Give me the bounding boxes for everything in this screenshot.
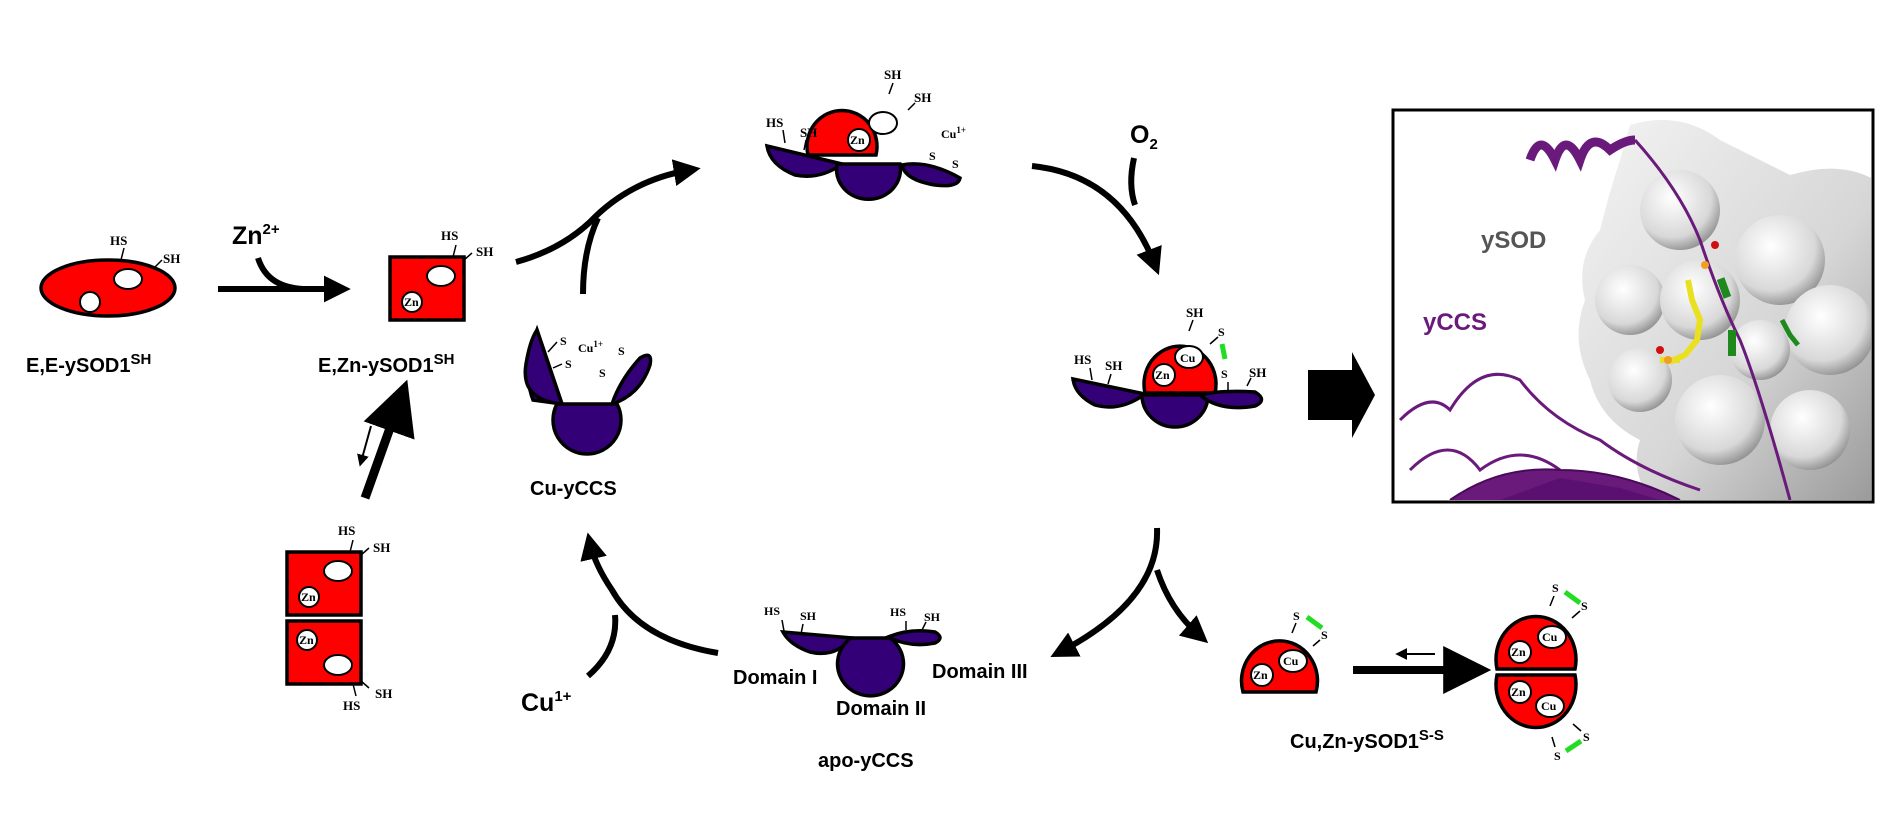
svg-text:Cu1+: Cu1+ [941,125,966,141]
monomer-dimer-equilibrium-arrows [1353,646,1492,694]
copper-loading-arrow [580,532,719,679]
svg-text:Cu: Cu [1283,654,1299,668]
svg-text:Zn: Zn [299,633,314,647]
svg-text:Zn: Zn [850,133,865,147]
ezn-ysod1-monomer: Zn HS SH [388,228,493,322]
oxidation-arrow [1031,157,1162,276]
svg-text:S: S [1218,325,1225,339]
svg-text:S: S [1321,628,1328,642]
cuzn-ysod1-dimer: Cu Zn S S Zn Cu S S [1494,581,1590,763]
ezn-ysod1-dimer: Zn HS SH Zn HS SH [285,523,392,713]
cu-loaded-heterodimer: Cu Zn SH S S HS SH SH [1070,305,1266,429]
svg-text:HS: HS [890,605,906,619]
apo-yccs: HS SH HS SH [764,604,942,698]
svg-text:SH: SH [800,609,817,623]
svg-text:S: S [952,157,959,171]
cuzn-ysod1-monomer: Cu Zn S S [1239,609,1328,694]
ee-ysod1-label: E,E-ySOD1SH [26,351,151,377]
ysod-structure-label: ySOD [1481,227,1546,254]
svg-text:SH: SH [476,244,493,259]
svg-text:S: S [565,357,572,371]
ee-ysod1-monomer: HS SH [39,233,180,318]
cu1-ion: Cu1+ [578,339,603,355]
svg-text:S: S [1581,599,1588,613]
ezn-ysod1-label: E,Zn-ySOD1SH [318,351,454,377]
svg-text:HS: HS [441,228,458,243]
complex-formation-arrow [515,159,701,295]
svg-text:S: S [929,149,936,163]
svg-text:SH: SH [924,610,941,624]
block-arrow-icon [1308,352,1375,438]
svg-text:SH: SH [914,90,931,105]
zn-reagent-label: Zn2+ [232,221,280,250]
svg-text:HS: HS [766,115,783,130]
svg-text:HS: HS [338,523,355,538]
dimerization-equilibrium-arrows [357,379,415,500]
svg-text:Zn: Zn [1511,645,1526,659]
sh-group: SH [163,251,180,266]
svg-text:SH: SH [884,67,901,82]
cu-reagent-label: Cu1+ [521,688,572,717]
svg-text:S: S [1554,749,1561,763]
dissociation-arrows [1050,527,1209,657]
svg-text:HS: HS [1074,352,1091,367]
apo-yccs-label: apo-yCCS [818,750,914,772]
o2-reagent-label: O2 [1130,121,1158,153]
domain-2-label: Domain II [836,698,926,720]
yccs-structure-label: yCCS [1423,309,1487,336]
svg-text:S: S [560,334,567,348]
cuzn-ysod1-label: Cu,Zn-ySOD1S-S [1290,727,1444,753]
svg-text:S: S [599,366,606,380]
svg-text:S: S [1552,581,1559,595]
svg-text:Cu: Cu [1542,630,1558,644]
zn-ion: Zn [404,295,419,309]
svg-text:HS: HS [764,604,780,618]
svg-text:Zn: Zn [301,590,316,604]
svg-text:SH: SH [1249,365,1266,380]
svg-text:Zn: Zn [1155,368,1170,382]
svg-text:S: S [1293,609,1300,623]
hs-group: HS [110,233,127,248]
svg-text:S: S [618,344,625,358]
cu-yccs: S S Cu1+ S S [523,324,653,456]
svg-text:SH: SH [1186,305,1203,320]
svg-text:HS: HS [343,698,360,713]
domain-3-label: Domain III [932,661,1028,683]
crystal-structure-panel: ySOD yCCS [1391,108,1875,504]
cu-ion: Cu [1180,351,1196,365]
svg-text:Cu: Cu [1541,699,1557,713]
ysod1-yccs-heterodimer: Zn SH SH HS SH S S Cu1+ [764,67,966,202]
svg-text:SH: SH [1105,358,1122,373]
svg-text:Zn: Zn [1511,685,1526,699]
zn-binding-arrow [218,256,351,303]
svg-text:Zn: Zn [1253,668,1268,682]
svg-text:S: S [1221,367,1228,381]
cu-yccs-label: Cu-yCCS [530,478,617,500]
svg-text:SH: SH [800,125,817,140]
svg-text:S: S [1583,730,1590,744]
svg-text:SH: SH [375,686,392,701]
svg-text:SH: SH [373,540,390,555]
domain-1-label: Domain I [733,667,817,689]
